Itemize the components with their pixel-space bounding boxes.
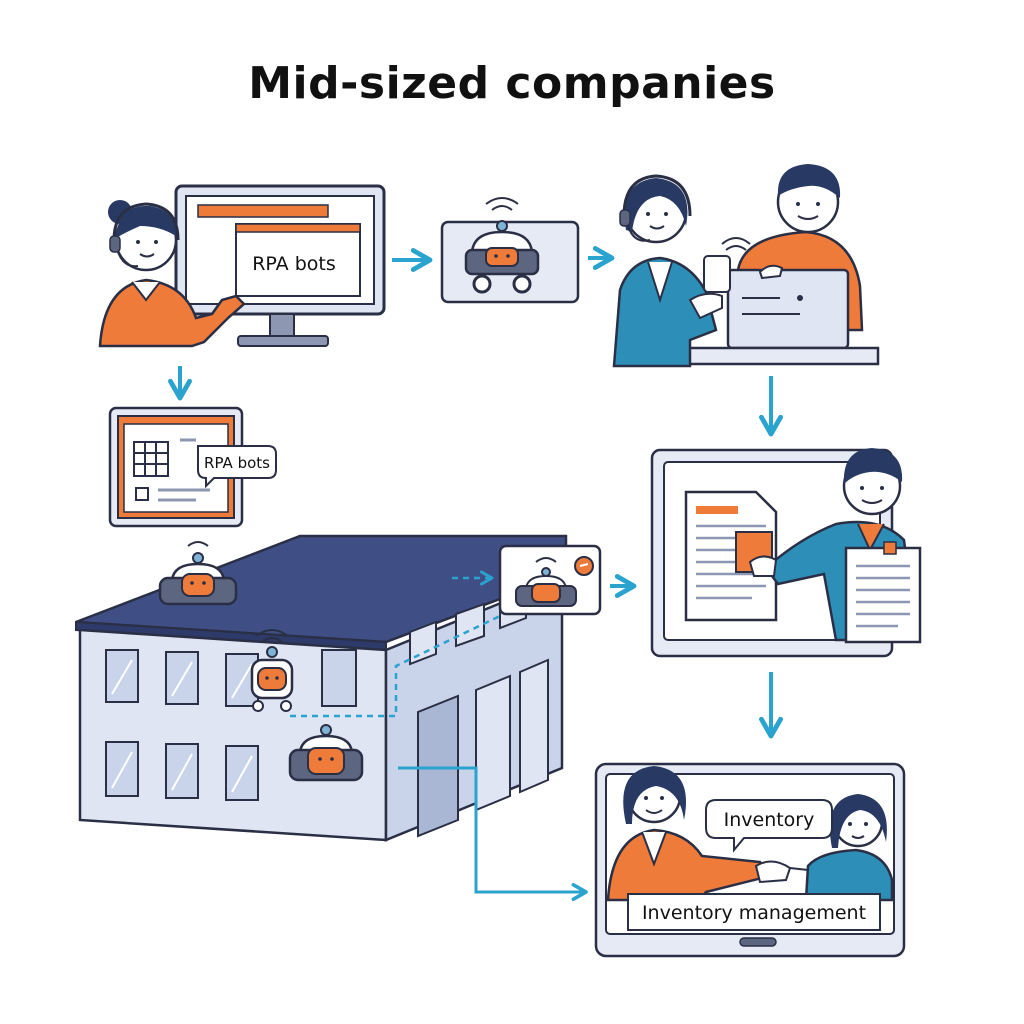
document-review-screen	[650, 448, 922, 658]
grid-icon	[133, 441, 169, 477]
flow-connector	[398, 766, 588, 901]
inventory-bubble-label: Inventory	[724, 809, 815, 831]
monitor-agent-scene: RPA bots	[98, 184, 386, 348]
robot-icon-roof	[158, 541, 238, 606]
tablet-bubble-label: RPA bots	[204, 454, 270, 472]
laptop-collaboration-scene	[612, 164, 880, 368]
laptop	[644, 268, 880, 366]
woman-teal-blazer	[612, 174, 751, 368]
tablet-spreadsheet	[108, 406, 277, 528]
robot-icon-wall	[250, 629, 294, 712]
agent-woman-headset	[98, 200, 246, 348]
dashed-connector	[290, 614, 501, 718]
desktop-monitor	[174, 184, 386, 347]
monitor-label: RPA bots	[252, 253, 336, 275]
building-windows	[105, 649, 357, 801]
robot-icon	[464, 197, 540, 294]
office-building	[75, 534, 568, 842]
inventory-screen	[594, 762, 906, 958]
robot-card-middle	[498, 544, 602, 616]
robot-card-top	[440, 197, 580, 304]
robot-icon-ground	[288, 724, 364, 782]
inventory-banner-label: Inventory management	[642, 902, 866, 924]
diagram-title: Mid-sized companies	[248, 58, 776, 109]
